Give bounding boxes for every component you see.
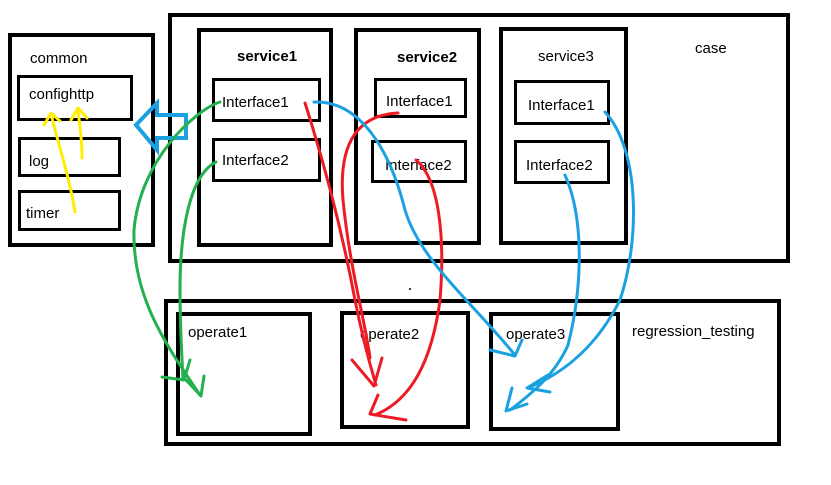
red-curve-s2-interface2 [373,158,444,417]
red-curves [303,101,444,422]
service3-interface2-label: Interface2 [526,157,593,174]
blue-curve-s1-interface1-head [488,338,524,358]
green-curve-interface1-head [184,374,206,398]
service3-box [499,27,628,245]
service2-interface1-label: Interface1 [386,93,453,110]
common-box [8,33,155,247]
blue-block-arrow [133,98,188,156]
service3-interface1-label: Interface1 [528,97,595,114]
operate1-label: operate1 [188,324,248,341]
green-curve-interface2-head [160,358,192,382]
service1-interface1-label: Interface1 [222,94,289,111]
red-curve-s2-interface2-head [368,393,408,422]
service3-interface1-box [514,80,610,125]
confighttp-box [17,75,133,121]
service2-box [354,28,481,245]
blue-curve-s3-interface2 [508,173,581,412]
green-curve-interface1 [132,100,222,397]
service2-title: service2 [397,49,458,66]
regression-box [164,299,781,446]
operate2-label: operate2 [360,326,420,343]
blue-curve-s3-interface1-head [525,373,552,394]
blue-curve-s3-interface2-head [504,386,529,413]
service2-interface2-label: Interface2 [385,157,452,174]
log-box [18,137,121,177]
yellow-arrows [42,106,89,214]
service3-interface2-box [514,140,610,184]
operate2-box [340,311,470,429]
service3-title: service3 [538,48,594,65]
stray-dot [409,288,411,290]
blue-curves [312,100,635,413]
case-title: case [695,40,727,57]
blue-curve-s1-interface1 [312,100,517,357]
service1-interface2-box [212,138,321,182]
service1-title: service1 [237,48,298,65]
blue-block-arrow-shape [133,98,188,156]
operate1-box [176,312,312,436]
confighttp-label: confighttp [29,86,95,103]
yellow-arrow-timer [50,116,77,214]
red-curve-s1-interface1-head [350,356,384,388]
common-title: common [30,50,88,67]
green-curves [132,100,222,398]
operate3-box [489,312,620,431]
regression-title: regression_testing [632,323,755,340]
red-curve-s1-interface1 [303,101,378,387]
yellow-arrow-log-head [69,106,89,122]
service1-interface2-label: Interface2 [222,152,289,169]
timer-label: timer [26,205,60,222]
service1-box [197,28,333,247]
log-label: log [29,153,50,170]
service2-interface2-box [371,140,467,183]
blue-curve-s3-interface1 [528,110,635,389]
service1-interface1-box [212,78,321,122]
red-curve-s2-interface1 [340,111,400,360]
yellow-arrow-timer-head [42,111,62,127]
operate3-label: operate3 [506,326,566,343]
service2-interface1-box [374,78,467,118]
yellow-arrow-log [76,110,84,160]
green-curve-interface2 [178,160,218,382]
